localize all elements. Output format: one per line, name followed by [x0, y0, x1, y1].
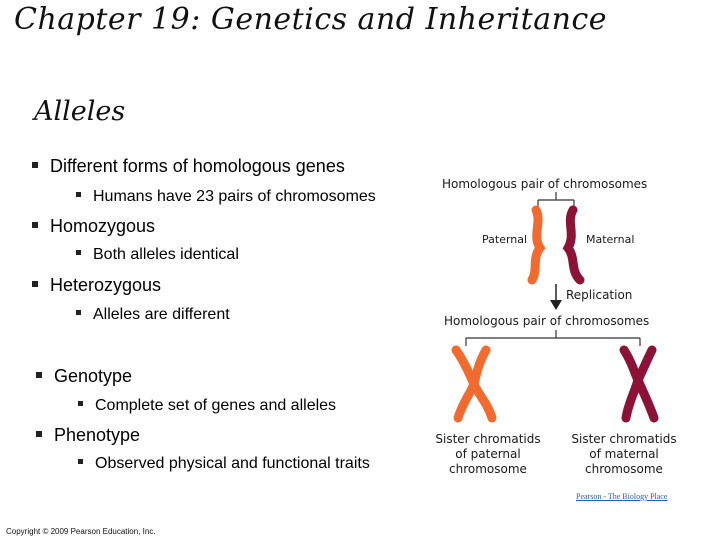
bullet-square-icon	[32, 281, 38, 288]
sub-bullet-identical: Both alleles identical	[76, 246, 239, 264]
bottom-bracket	[465, 330, 641, 346]
replication-label: Replication	[566, 288, 633, 302]
caption-line: of paternal	[455, 447, 521, 461]
bullet-text: Heterozygous	[50, 275, 162, 295]
bullet-square-icon	[76, 310, 81, 316]
replication-arrow	[550, 284, 562, 310]
bullet-heterozygous: Heterozygous	[32, 275, 161, 296]
maternal-sister-chromatids	[619, 345, 659, 423]
sub-bullet-different: Alleles are different	[76, 306, 230, 324]
bullet-square-icon	[32, 222, 38, 229]
caption-line: Sister chromatids	[435, 432, 541, 446]
paternal-label: Paternal	[482, 233, 528, 246]
bullet-text: Homozygous	[50, 216, 156, 236]
copyright-notice: Copyright © 2009 Pearson Education, Inc.	[6, 527, 156, 536]
caption-line: Sister chromatids	[571, 432, 677, 446]
bullet-square-icon	[78, 401, 83, 407]
caption-line: chromosome	[585, 462, 663, 476]
maternal-chromatids-caption: Sister chromatids of maternal chromosome	[562, 432, 686, 477]
sub-bullet-text: Observed physical and functional traits	[95, 455, 370, 472]
paternal-chromatids-caption: Sister chromatids of paternal chromosome	[426, 432, 550, 477]
sub-bullet-text: Alleles are different	[93, 306, 230, 323]
diagram-top-label: Homologous pair of chromosomes	[442, 177, 648, 191]
slide-subtitle: Alleles	[34, 96, 126, 127]
paternal-chromosome	[527, 205, 546, 285]
credit-link[interactable]: Pearson - The Biology Place	[576, 492, 668, 501]
top-bracket	[537, 192, 575, 208]
sub-bullet-chromosome-pairs: Humans have 23 pairs of chromosomes	[76, 188, 376, 206]
maternal-chromosome	[562, 205, 585, 285]
sub-bullet-text: Humans have 23 pairs of chromosomes	[93, 188, 376, 205]
sub-bullet-text: Complete set of genes and alleles	[95, 397, 337, 414]
maternal-label: Maternal	[586, 233, 635, 246]
sub-bullet-text: Both alleles identical	[93, 246, 239, 263]
sub-bullet-complete-set: Complete set of genes and alleles	[78, 397, 336, 415]
bullet-genotype: Genotype	[36, 366, 132, 387]
bullet-square-icon	[36, 431, 42, 438]
bullet-text: Phenotype	[54, 425, 141, 445]
diagram-bottom-label: Homologous pair of chromosomes	[444, 314, 650, 328]
caption-line: chromosome	[449, 462, 527, 476]
bullet-text: Different forms of homologous genes	[50, 156, 345, 176]
bullet-phenotype: Phenotype	[36, 425, 140, 446]
sub-bullet-observed-traits: Observed physical and functional traits	[78, 455, 370, 473]
bullet-square-icon	[76, 250, 81, 256]
paternal-sister-chromatids	[451, 345, 497, 423]
slide-title: Chapter 19: Genetics and Inheritance	[14, 2, 607, 37]
bullet-square-icon	[76, 192, 81, 198]
bullet-square-icon	[32, 162, 38, 169]
caption-line: of maternal	[589, 447, 659, 461]
bullet-square-icon	[78, 459, 83, 465]
bullet-square-icon	[36, 372, 42, 379]
bullet-text: Genotype	[54, 366, 133, 386]
bullet-homozygous: Homozygous	[32, 216, 155, 237]
bullet-alleles-definition: Different forms of homologous genes	[32, 156, 345, 177]
